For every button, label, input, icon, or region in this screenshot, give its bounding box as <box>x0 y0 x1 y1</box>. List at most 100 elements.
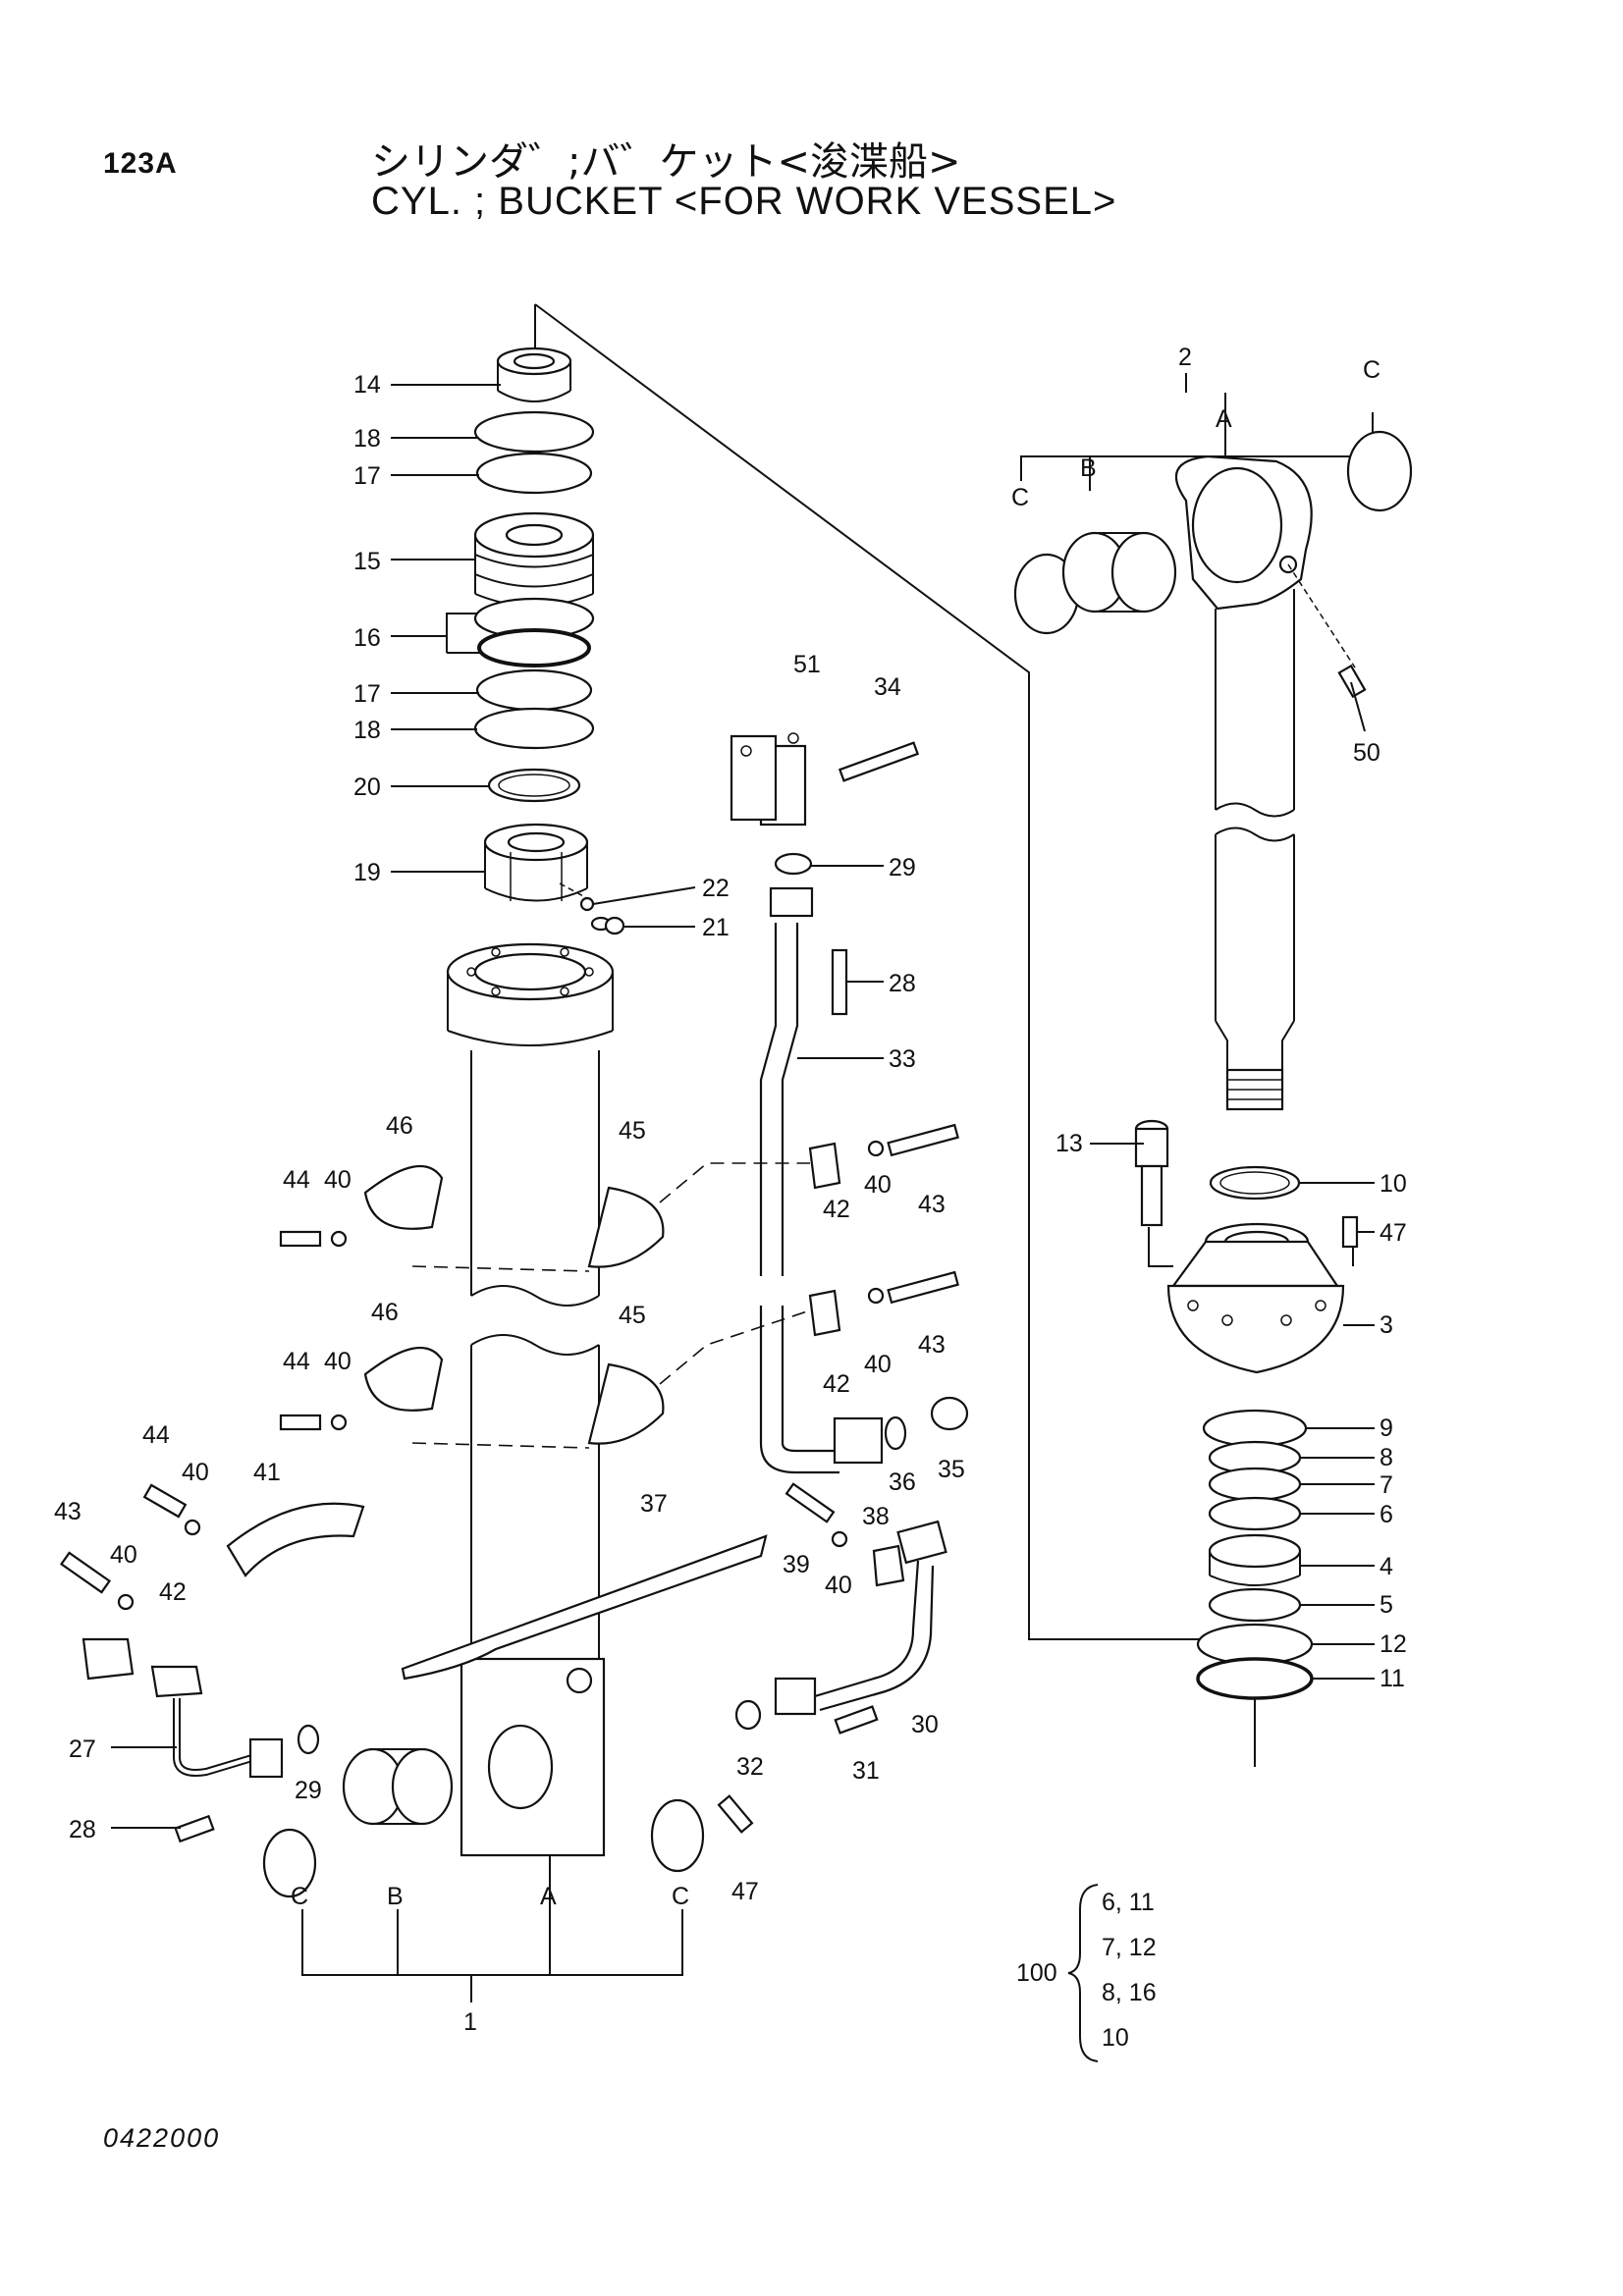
part-3-piston <box>1166 1222 1345 1374</box>
kit-brace <box>1067 1884 1099 2062</box>
label-27: 27 <box>69 1735 96 1763</box>
center-piping <box>659 732 969 1474</box>
part-15-rod-cover <box>473 511 595 608</box>
label-3: 3 <box>1380 1311 1393 1339</box>
label-37: 37 <box>640 1490 668 1518</box>
label-19: 19 <box>353 859 381 886</box>
part-2-rod-eye <box>1174 454 1313 611</box>
label-11: 11 <box>1380 1665 1405 1692</box>
label-A: A <box>1216 405 1232 433</box>
label-42: 42 <box>823 1370 850 1398</box>
part-16-seal-b <box>477 628 591 667</box>
title-japanese: シリンダ゛;バ゛ケット<浚渫船> <box>371 139 961 185</box>
part-34-bolt <box>838 741 920 782</box>
part-44-bolt-upper <box>279 1230 322 1248</box>
label-38: 38 <box>862 1503 890 1530</box>
part-1-bushing-B <box>342 1747 454 1826</box>
part-7-ring <box>1208 1467 1302 1502</box>
leader-lines <box>111 384 1375 1829</box>
part-28-bolt-upper <box>831 948 848 1016</box>
part-40-washer-left <box>117 1593 135 1611</box>
label-40: 40 <box>324 1348 352 1375</box>
label-34: 34 <box>874 673 901 701</box>
label-6: 6 <box>1380 1501 1393 1528</box>
label-40: 40 <box>864 1171 892 1199</box>
part-46-band-upper <box>363 1164 444 1230</box>
label-28: 28 <box>889 970 916 997</box>
part-51-valve-block <box>730 732 807 827</box>
part-number-labels: 14 18 17 15 16 17 18 20 19 22 21 51 34 2… <box>54 344 1407 2036</box>
part-11-seal <box>1196 1657 1314 1700</box>
label-44: 44 <box>142 1421 170 1449</box>
kit-row: 8, 16 <box>1102 1979 1157 2006</box>
part-28-bolt-lower <box>174 1814 215 1843</box>
label-51: 51 <box>793 651 821 678</box>
label-47: 47 <box>731 1878 759 1905</box>
label-17: 17 <box>353 680 381 708</box>
part-43-bolt-left <box>59 1551 112 1594</box>
label-28: 28 <box>69 1816 96 1843</box>
projection-frame-line <box>534 303 1255 1640</box>
title-english: CYL. ; BUCKET <FOR WORK VESSEL> <box>371 180 1117 223</box>
label-2: 2 <box>1178 344 1192 371</box>
piston-rod-assembly <box>1013 373 1413 1767</box>
part-40-washer-38 <box>831 1530 848 1548</box>
part-30-pipe <box>774 1520 947 1716</box>
part-29-oring-upper <box>774 852 813 876</box>
label-7: 7 <box>1380 1471 1393 1499</box>
part-2-seal-C-right <box>1346 430 1413 512</box>
part-22-ball <box>579 896 595 912</box>
label-45: 45 <box>619 1302 646 1329</box>
label-46: 46 <box>371 1299 399 1326</box>
part-17-ring-upper <box>475 452 593 495</box>
label-43: 43 <box>918 1331 946 1359</box>
pipe-33-flange <box>769 886 814 918</box>
part-47-grease-fitting-upper <box>1341 1215 1359 1249</box>
page-code: 123A <box>103 147 178 180</box>
label-43: 43 <box>54 1498 81 1525</box>
part-36-oring <box>884 1415 907 1451</box>
part-2-bushing-B <box>1061 531 1177 614</box>
label-40: 40 <box>182 1459 209 1486</box>
part-21-set-screw <box>590 916 625 935</box>
part-40-washer-upper-right <box>867 1140 885 1157</box>
label-45: 45 <box>619 1117 646 1145</box>
part-29-oring-lower <box>297 1724 320 1755</box>
part-40-washer-band41 <box>184 1519 201 1536</box>
label-C: C <box>291 1883 308 1910</box>
label-41: 41 <box>253 1459 281 1486</box>
part-40-washer-lower <box>330 1414 348 1431</box>
label-16: 16 <box>353 624 381 652</box>
part-1-seal-C-left <box>262 1828 317 1898</box>
label-21: 21 <box>702 914 730 941</box>
label-A: A <box>540 1883 557 1910</box>
label-17: 17 <box>353 462 381 490</box>
label-40: 40 <box>825 1572 852 1599</box>
part-27-pipe <box>150 1665 284 1779</box>
label-44: 44 <box>283 1348 310 1375</box>
part-44-bolt-band41 <box>142 1483 188 1519</box>
label-15: 15 <box>353 548 381 575</box>
part-45-band-upper <box>587 1186 665 1268</box>
part-5-ring <box>1208 1587 1302 1623</box>
label-33: 33 <box>889 1045 916 1073</box>
label-C: C <box>1363 356 1380 384</box>
kit-row: 10 <box>1102 2024 1129 2052</box>
part-45-band-lower <box>587 1362 665 1445</box>
part-42-clip-left <box>81 1637 135 1681</box>
label-42: 42 <box>159 1578 187 1606</box>
part-42-clip-lower <box>808 1289 841 1337</box>
part-44-bolt-lower <box>279 1414 322 1431</box>
part-32-oring <box>734 1699 762 1731</box>
part-38-clip <box>872 1544 905 1587</box>
part-13-socket-bolt <box>1134 1119 1169 1227</box>
bolts-left <box>59 1230 348 1681</box>
label-46: 46 <box>386 1112 413 1140</box>
part-35-plug <box>930 1396 969 1431</box>
part-41-band <box>226 1502 365 1577</box>
label-39: 39 <box>783 1551 810 1578</box>
part-39-bolt <box>784 1482 836 1523</box>
label-18: 18 <box>353 425 381 453</box>
part-14-bushing <box>496 347 572 402</box>
label-9: 9 <box>1380 1415 1393 1442</box>
